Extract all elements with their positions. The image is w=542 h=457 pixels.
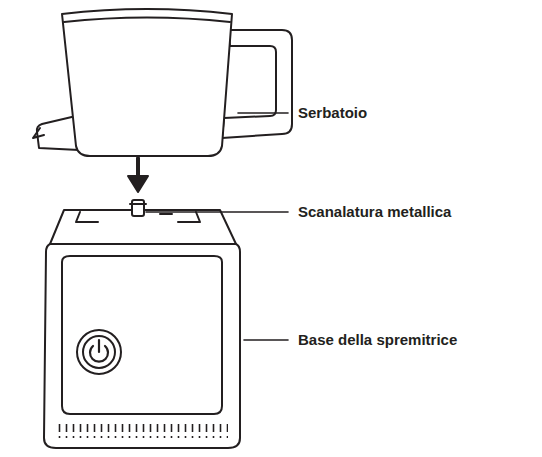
part-label: Scanalatura metallica bbox=[298, 203, 451, 221]
base-panel bbox=[62, 256, 222, 414]
base-body bbox=[44, 244, 240, 448]
part-label: Base della spremitrice bbox=[298, 331, 457, 349]
jug-rim bbox=[64, 18, 230, 23]
part-label: Serbatoio bbox=[298, 104, 367, 122]
spindle-cap bbox=[130, 203, 146, 205]
metal-spindle bbox=[132, 200, 144, 216]
power-knob bbox=[77, 330, 121, 374]
jug-body bbox=[62, 9, 232, 156]
leader-line bbox=[238, 112, 288, 114]
jug-handle bbox=[222, 30, 292, 138]
leader-line bbox=[244, 339, 288, 341]
power-symbol bbox=[90, 340, 108, 362]
leader-line bbox=[146, 211, 288, 213]
power-knob-inner bbox=[83, 336, 115, 368]
vent-grille bbox=[56, 424, 228, 438]
assembly-arrowhead bbox=[128, 176, 148, 192]
spout-lever bbox=[33, 128, 44, 138]
